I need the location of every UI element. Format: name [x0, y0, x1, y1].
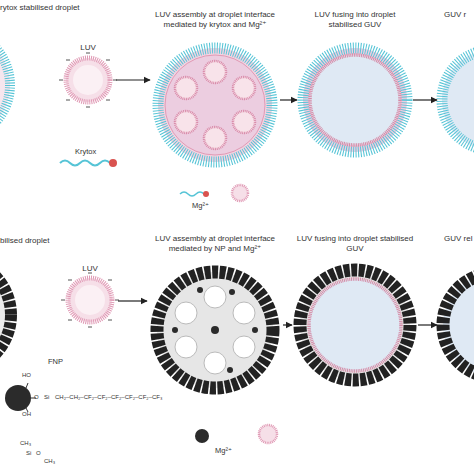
stage-heading: LUV assembly at droplet interface mediat… [140, 234, 290, 253]
stage-heading: LUV fusing into droplet stabilised GUV [295, 234, 415, 253]
np-droplet-assembly [157, 272, 273, 388]
stage-heading: rytox stabilised droplet [0, 3, 110, 13]
stage-heading: GUV r [444, 10, 474, 20]
droplet-guv [303, 48, 407, 152]
annotation-label: HO [22, 372, 31, 380]
stage-box: LUV [63, 55, 113, 105]
mg-icon [180, 185, 248, 201]
annotation-label: CH₂–CH₂–CF₂–CF₂–CF₂–CF₂–CF₂–CF₃ [55, 394, 162, 402]
stage-box: LUV assembly at droplet interface mediat… [150, 265, 280, 395]
process-arrow [280, 99, 297, 100]
krytox-molecule [60, 159, 117, 167]
fnp-particle [5, 383, 36, 412]
droplet-fringe [0, 30, 10, 140]
stage-box: GUV r [440, 45, 474, 155]
luv-vesicle [59, 53, 117, 107]
luv-vesicle [61, 273, 119, 327]
stage-heading: GUV rel [444, 234, 474, 244]
annotation-label: Si [44, 394, 49, 402]
droplet-fringe [442, 50, 474, 150]
stage-heading: LUV [65, 264, 115, 274]
np-droplet [443, 273, 474, 377]
mg-icon [195, 425, 277, 443]
stage-box: LUV [65, 276, 115, 326]
stage-box: bilised droplet [0, 265, 14, 365]
annotation-label: OH [22, 411, 31, 419]
annotation-label: Si [26, 450, 31, 458]
annotation-label: CH₃ [20, 440, 31, 448]
np-droplet [0, 259, 11, 371]
stage-heading: LUV assembly at droplet interface mediat… [140, 10, 290, 29]
annotation-label: FNP [48, 357, 63, 366]
stage-box: rytox stabilised droplet [0, 40, 14, 130]
annotation-label: CH₃ [44, 458, 55, 466]
stage-heading: bilised droplet [0, 236, 110, 246]
annotation-label: Krytox [75, 147, 96, 156]
process-arrow [283, 324, 292, 325]
droplet-lu-assembly [158, 48, 272, 162]
stage-box: GUV rel [440, 265, 474, 385]
annotation-label: O [36, 450, 41, 458]
stage-box: LUV fusing into droplet stabilised GUV [295, 265, 415, 385]
process-arrow [418, 324, 437, 325]
stage-box: LUV assembly at droplet interface mediat… [153, 43, 277, 167]
annotation-label: Mg²⁺ [215, 446, 232, 455]
stage-box: LUV fusing into droplet stabilised GUV [300, 45, 410, 155]
np-droplet-guv [300, 270, 410, 380]
process-arrow [413, 99, 437, 100]
annotation-label: Mg²⁺ [192, 201, 209, 210]
annotation-label: O [34, 394, 39, 402]
stage-heading: LUV [63, 43, 113, 53]
process-arrow [116, 79, 150, 80]
stage-heading: LUV fusing into droplet stabilised GUV [300, 10, 410, 29]
process-arrow [118, 300, 147, 301]
